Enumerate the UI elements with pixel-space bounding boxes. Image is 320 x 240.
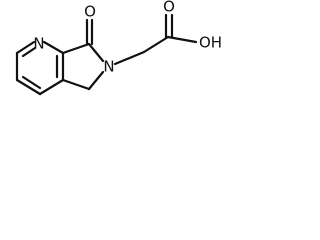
bond-c6-n (15, 40, 36, 55)
carbonyl-oxygen-label: O (84, 3, 96, 21)
carbonyl-group (85, 18, 94, 46)
hydroxyl-label: OH (199, 34, 222, 52)
lactam-ring (61, 42, 105, 91)
ring-nitrogen-label: N (33, 35, 44, 53)
bond-c7-n6 (87, 42, 105, 63)
atom-labels: N N O O OH (33, 0, 222, 76)
chemical-structure: N N O O OH (15, 0, 222, 96)
bond-c-oh (166, 35, 198, 44)
bond-ch2-cooh (142, 35, 170, 54)
bond-c5-c3a (61, 78, 91, 91)
bond-c4-c5-inner (21, 75, 42, 90)
bond-n-c7a (42, 40, 65, 55)
bond-c3a-c4 (38, 78, 65, 96)
lactam-nitrogen-label: N (103, 58, 114, 76)
pyridine-ring (15, 40, 65, 96)
acid-oxygen-label: O (163, 0, 175, 16)
bond-c7a-c7 (61, 42, 91, 55)
bond-n6-c5 (87, 70, 105, 91)
bond-c4-c5 (15, 78, 42, 96)
bond-c6-n-inner (21, 46, 37, 58)
bond-n6-ch2 (113, 50, 146, 66)
acetic-acid-chain (113, 13, 198, 66)
